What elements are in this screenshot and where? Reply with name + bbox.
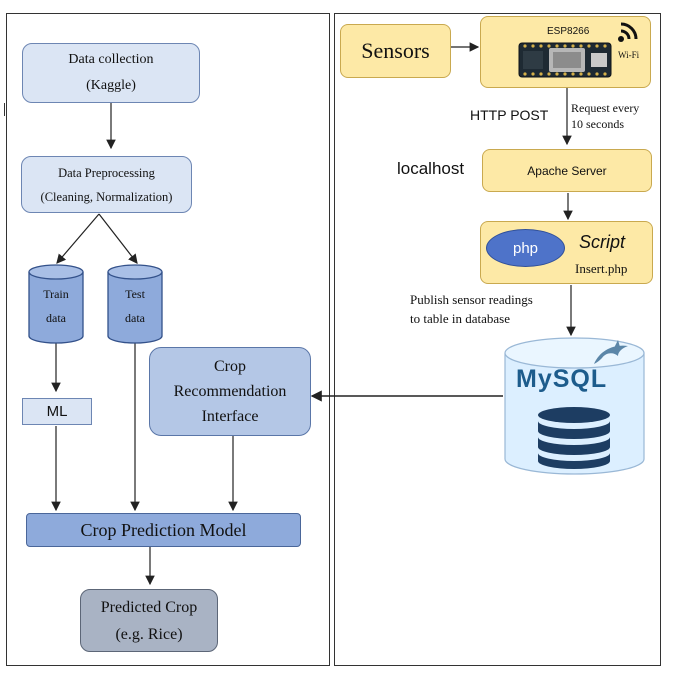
- train-label-sub: data: [46, 311, 66, 325]
- esp8266-label: ESP8266: [547, 26, 590, 37]
- crop-prediction-model-box: Crop Prediction Model: [26, 513, 301, 547]
- data-preprocessing-box: Data Preprocessing (Cleaning, Normalizat…: [21, 156, 192, 213]
- arrow-preprocessing-to-train: [56, 213, 100, 264]
- php-script-box: php Script Insert.php: [480, 221, 653, 284]
- test-cylinder-shape: [107, 264, 163, 344]
- mysql-database: MySQL: [504, 337, 645, 475]
- http-post-label: HTTP POST: [470, 107, 549, 123]
- request-line1: Request every: [571, 101, 640, 115]
- sensors-label: Sensors: [361, 38, 430, 63]
- php-badge: php: [486, 229, 565, 267]
- ml-box: ML: [22, 398, 92, 425]
- interface-line1: Crop: [214, 358, 246, 375]
- esp8266-board-icon: [518, 42, 612, 78]
- stray-tick: [4, 103, 5, 116]
- mysql-logo-text: MySQL: [516, 365, 608, 393]
- mysql-cylinder-shape: [504, 337, 645, 475]
- interface-line2: Recommendation: [173, 383, 287, 400]
- data-collection-title: Data collection: [68, 52, 154, 67]
- right-panel: [334, 13, 661, 666]
- interface-line3: Interface: [201, 408, 259, 425]
- ml-label: ML: [46, 403, 68, 420]
- test-label-sub: data: [125, 311, 145, 325]
- script-label: Script: [579, 232, 626, 252]
- publish-line1: Publish sensor readings: [410, 292, 533, 307]
- wifi-icon: [618, 22, 638, 42]
- sensors-box: Sensors: [340, 24, 451, 78]
- insert-php-label: Insert.php: [575, 261, 628, 276]
- model-label: Crop Prediction Model: [80, 519, 247, 540]
- test-data-cylinder: Test data: [107, 264, 163, 344]
- predicted-crop-example: (e.g. Rice): [115, 625, 183, 643]
- preprocessing-steps: (Cleaning, Normalization): [40, 189, 173, 204]
- train-data-cylinder: Train data: [28, 264, 84, 344]
- data-collection-source: (Kaggle): [86, 78, 136, 93]
- localhost-label: localhost: [397, 159, 465, 178]
- publish-line2: to table in database: [410, 311, 510, 326]
- train-cylinder-shape: [28, 264, 84, 344]
- preprocessing-title: Data Preprocessing: [58, 165, 155, 180]
- train-label: Train: [43, 287, 69, 301]
- php-badge-label: php: [512, 239, 539, 257]
- predicted-crop-box: Predicted Crop (e.g. Rice): [80, 589, 218, 652]
- arrow-preprocessing-to-test: [98, 213, 138, 264]
- test-label: Test: [125, 287, 145, 301]
- apache-server-label: Apache Server: [527, 163, 607, 178]
- publish-label: Publish sensor readings to table in data…: [410, 290, 533, 328]
- request-line2: 10 seconds: [571, 117, 624, 131]
- apache-server-box: Apache Server: [482, 149, 652, 192]
- esp8266-box: ESP8266 Wi-Fi: [480, 16, 651, 88]
- wifi-label: Wi-Fi: [618, 50, 640, 60]
- request-interval-label: Request every 10 seconds: [571, 100, 639, 132]
- left-panel: [6, 13, 330, 666]
- crop-recommendation-interface-box: Crop Recommendation Interface: [149, 347, 311, 436]
- dolphin-icon: [594, 340, 628, 364]
- predicted-crop-title: Predicted Crop: [100, 598, 198, 616]
- data-collection-box: Data collection (Kaggle): [22, 43, 200, 103]
